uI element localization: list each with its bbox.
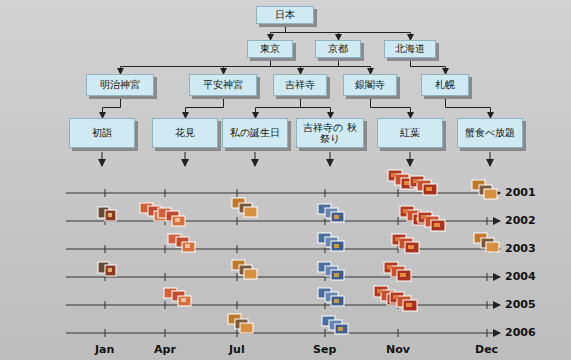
- timeline-axes: [66, 193, 500, 333]
- month-label: Jan: [95, 343, 114, 356]
- month-label: Apr: [154, 343, 176, 356]
- tree-connector: [446, 96, 491, 118]
- node-text: 吉祥寺: [285, 79, 315, 91]
- tree-connector: [286, 24, 411, 40]
- photo-stacks: [98, 170, 499, 334]
- month-label: Sep: [313, 343, 336, 356]
- tree-connector: [224, 58, 339, 74]
- node-text: 東京: [260, 43, 280, 55]
- node-text: 紅葉: [400, 127, 420, 139]
- place-box: 平安神宮: [189, 74, 257, 96]
- down-arrows: [102, 152, 490, 166]
- month-label: Jul: [229, 343, 245, 356]
- node-text: 吉祥寺の 秋祭り: [302, 122, 358, 145]
- region-box: 北海道: [384, 40, 436, 58]
- tree-connector: [411, 58, 446, 74]
- place-box: 明治神宮: [86, 74, 154, 96]
- node-text: 日本: [275, 9, 295, 21]
- tree-connector: [103, 96, 121, 118]
- node-text: 北海道: [395, 43, 425, 55]
- tree-connector: [301, 96, 331, 118]
- event-box: 花見: [152, 118, 218, 148]
- tree-connector: [256, 96, 301, 118]
- tree-connector: [339, 58, 371, 74]
- node-text: 蟹食べ放題: [465, 127, 515, 139]
- event-box: 私の誕生日: [222, 118, 288, 148]
- event-box: 蟹食べ放題: [457, 118, 523, 148]
- year-label: 2001: [505, 186, 536, 199]
- place-box: 札幌: [421, 74, 469, 96]
- node-text: 初詣: [92, 127, 112, 139]
- year-label: 2003: [505, 242, 536, 255]
- month-label: Dec: [475, 343, 498, 356]
- month-ticks: [105, 189, 487, 337]
- node-text: 花見: [175, 127, 195, 139]
- node-text: 明治神宮: [100, 79, 140, 91]
- event-box: 初詣: [69, 118, 135, 148]
- month-label: Nov: [386, 343, 410, 356]
- node-text: 京都: [328, 43, 348, 55]
- node-text: 平安神宮: [203, 79, 243, 91]
- node-text: 私の誕生日: [230, 127, 280, 139]
- event-box: 吉祥寺の 秋祭り: [296, 118, 364, 148]
- tree-connector: [371, 96, 411, 118]
- year-label: 2002: [505, 214, 536, 227]
- event-box: 紅葉: [377, 118, 443, 148]
- node-text: 銀閣寺: [355, 79, 385, 91]
- node-text: 札幌: [435, 79, 455, 91]
- root-box: 日本: [256, 6, 314, 24]
- tree-connector: [186, 96, 224, 118]
- region-box: 東京: [247, 40, 293, 58]
- year-label: 2006: [505, 326, 536, 339]
- year-label: 2005: [505, 298, 536, 311]
- place-box: 吉祥寺: [273, 74, 327, 96]
- place-box: 銀閣寺: [343, 74, 397, 96]
- year-label: 2004: [505, 270, 536, 283]
- region-box: 京都: [315, 40, 361, 58]
- tree-connector: [271, 24, 286, 40]
